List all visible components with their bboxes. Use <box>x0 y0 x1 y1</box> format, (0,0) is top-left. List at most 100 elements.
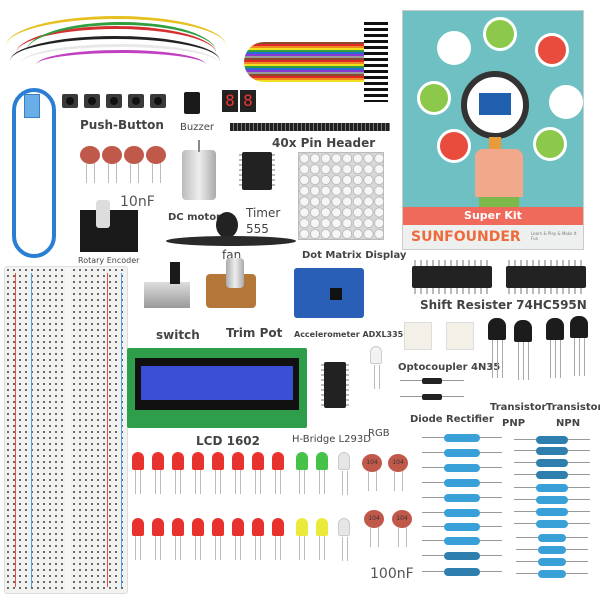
trim-pot-shaft <box>226 258 244 288</box>
buzzer <box>184 92 200 114</box>
push-button-5 <box>150 94 166 108</box>
h-bridge-ic <box>321 362 349 408</box>
transistor-pnp-2 <box>514 320 532 380</box>
icon-led <box>417 81 451 115</box>
resistor <box>514 447 590 455</box>
dc-motor-shaft <box>198 140 200 152</box>
label-rotary-encoder: Rotary Encoder <box>78 256 140 265</box>
resistor <box>422 552 502 560</box>
seven-segment-display-2: 8 <box>240 90 256 112</box>
resistor <box>422 523 502 531</box>
led-red <box>212 452 224 494</box>
jumper-wires <box>6 6 234 86</box>
led-red <box>132 518 144 560</box>
led-row-1 <box>132 452 362 502</box>
led-red <box>172 452 184 494</box>
accelerometer-module <box>294 268 364 318</box>
label-trim-pot: Trim Pot <box>226 326 283 340</box>
resistor <box>422 568 502 576</box>
label-shift-register: Shift Resister 74HC595N <box>420 298 587 312</box>
led-red <box>252 518 264 560</box>
resistor <box>516 546 588 554</box>
brand-name: SUNFOUNDER <box>411 229 521 245</box>
brand-strip: SUNFOUNDER Learn & Play & Make It Fun <box>403 225 583 249</box>
slide-switch <box>144 282 190 308</box>
usb-cable <box>12 88 56 258</box>
dc-motor <box>182 150 216 200</box>
led-red <box>272 452 284 494</box>
breadboard <box>4 266 128 594</box>
led-red <box>192 518 204 560</box>
resistor <box>422 449 502 457</box>
led-white <box>338 518 350 561</box>
led-red <box>192 452 204 494</box>
label-push-button: Push-Button <box>80 118 164 132</box>
push-button-1 <box>62 94 78 108</box>
slide-switch-lever <box>170 262 180 284</box>
diode-2 <box>400 394 464 400</box>
fan-hub <box>216 212 238 238</box>
led-yellow <box>316 518 328 560</box>
resistor <box>516 558 588 566</box>
breadboard-rail-red <box>107 273 108 587</box>
resistor <box>514 471 590 479</box>
label-h-bridge: H-Bridge L293D <box>292 434 371 445</box>
resistor <box>514 459 590 467</box>
label-accelerometer: Accelerometer ADXL335 <box>294 330 404 339</box>
resistor <box>422 479 502 487</box>
led-yellow <box>296 518 308 560</box>
push-button-3 <box>106 94 122 108</box>
icon-seven-segment <box>437 31 471 65</box>
resistor <box>422 434 502 442</box>
accelerometer-chip <box>330 288 342 300</box>
super-kit-manual: Super Kit SUNFOUNDER Learn & Play & Make… <box>402 10 584 250</box>
led-red <box>272 518 284 560</box>
dot-matrix-display <box>298 152 384 240</box>
resistor <box>422 537 502 545</box>
transistor-npn-2 <box>570 316 588 376</box>
label-diode: Diode Rectifier <box>410 414 494 425</box>
resistor <box>516 534 588 542</box>
seven-segment-display-1: 8 <box>222 90 238 112</box>
pin-header <box>230 123 390 131</box>
resistor <box>422 494 502 502</box>
resistor <box>514 436 590 444</box>
lcd-1602-module <box>127 348 307 428</box>
rgb-led <box>370 346 382 389</box>
led-red <box>212 518 224 560</box>
kit-banner: Super Kit <box>403 207 583 225</box>
optocoupler-2 <box>446 322 474 350</box>
label-rgb: RGB <box>368 428 390 439</box>
capacitor <box>102 146 122 183</box>
resistor <box>516 570 588 578</box>
fan-propeller <box>166 236 296 246</box>
push-buttons <box>62 94 172 114</box>
label-cap-10nf: 10nF <box>120 194 155 210</box>
capacitor-104: 104 <box>364 510 384 547</box>
label-transistor-pnp-type: PNP <box>502 418 526 429</box>
label-dc-motor: DC motor <box>168 212 221 223</box>
capacitor <box>124 146 144 183</box>
resistor <box>422 464 502 472</box>
timer-555-ic <box>239 152 275 190</box>
capacitor-104: 104 <box>362 454 382 491</box>
led-red <box>132 452 144 494</box>
arduino-board-icon <box>479 93 511 115</box>
led-green <box>316 452 328 494</box>
transistor-npn-1 <box>546 318 564 378</box>
brand-subtitle: Learn & Play & Make It Fun <box>531 231 577 241</box>
ribbon-jumper-cable <box>244 12 394 112</box>
breadboard-rail-blue <box>31 273 32 587</box>
resistors-column-2 <box>514 436 600 596</box>
icon-motor <box>549 85 583 119</box>
capacitor <box>80 146 100 183</box>
push-button-4 <box>128 94 144 108</box>
led-row-2 <box>132 518 362 568</box>
icon-switch <box>483 17 517 51</box>
hand-illustration <box>475 149 523 197</box>
icon-ic-chip <box>533 127 567 161</box>
label-lcd: LCD 1602 <box>196 434 260 448</box>
resistor <box>514 520 590 528</box>
led-green <box>296 452 308 494</box>
usb-connector <box>24 94 40 118</box>
